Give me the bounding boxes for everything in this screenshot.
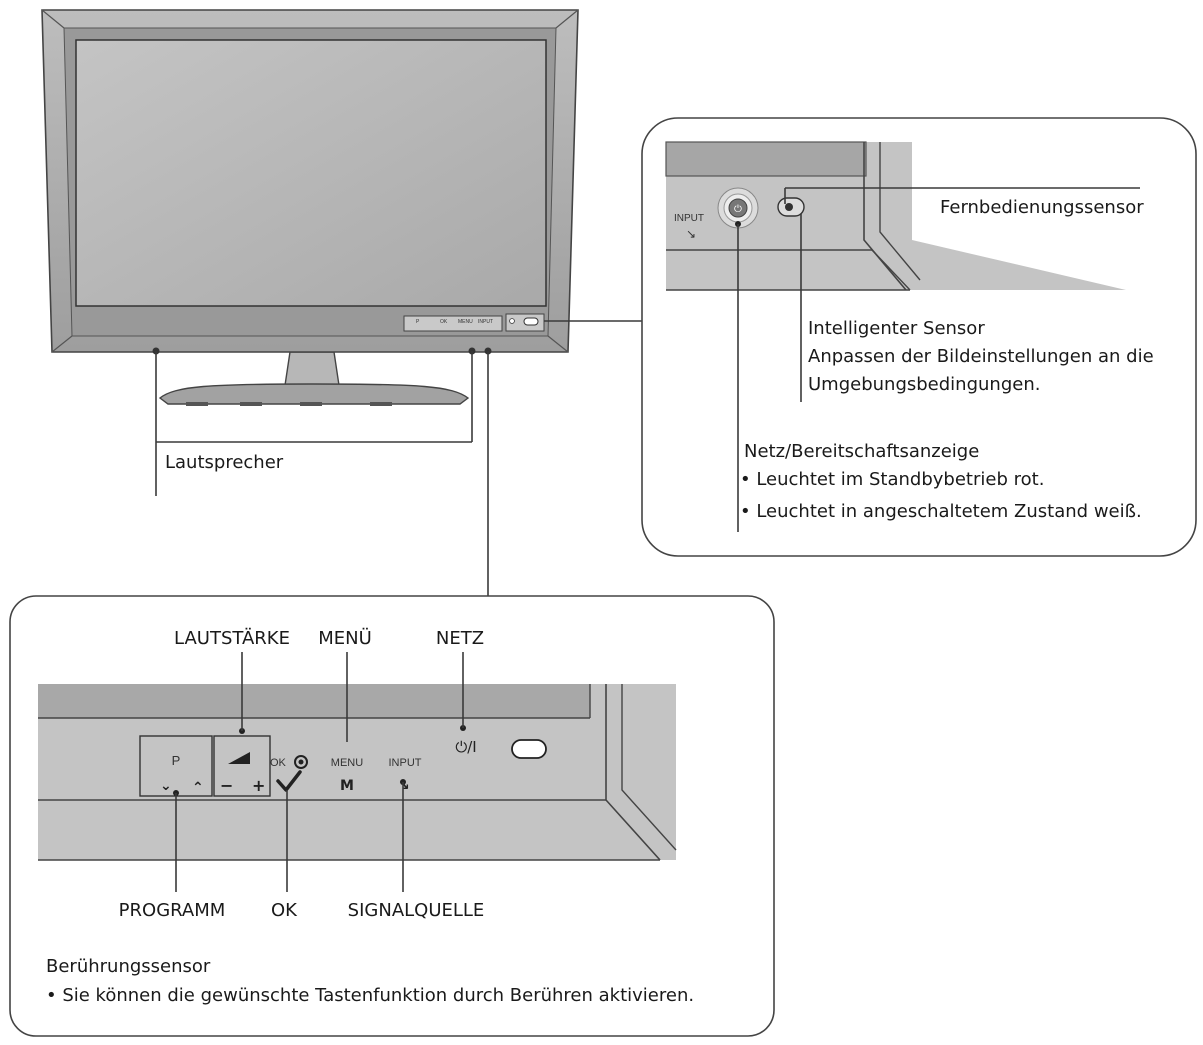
remote-sensor-detail — [777, 197, 805, 217]
touch-sensor-title: Berührungssensor — [46, 956, 211, 977]
power-indicator-bullet1: • Leuchtet im Standbybetrieb rot. — [740, 469, 1044, 490]
speaker-leaders — [155, 351, 489, 596]
ok-target-icon — [294, 755, 308, 769]
intelligent-sensor-line2: Umgebungsbedingungen. — [808, 374, 1040, 395]
input-small-label: INPUT — [674, 213, 704, 224]
ok-label: OK — [271, 900, 298, 921]
touch-panel-callout: P ⌄ ⌃ − + OK MENU M INPUT ↘ — [9, 595, 775, 1037]
intelligent-sensor-line1: Anpassen der Bildeinstellungen an die — [808, 346, 1154, 367]
volume-button[interactable]: − + — [213, 728, 271, 797]
chevron-up-icon: ⌃ — [192, 780, 204, 796]
remote-sensor-window — [511, 739, 547, 759]
tv-stand — [158, 351, 470, 406]
program-label: PROGRAMM — [119, 900, 226, 921]
touch-panel-detail — [38, 684, 677, 861]
input-arrow-icon-large: ↘ — [398, 778, 410, 794]
tv-control-strip: P OK MENU INPUT — [403, 313, 545, 332]
power-indicator-bullet2: • Leuchtet in angeschaltetem Zustand wei… — [740, 501, 1142, 522]
tv-strip-ok-label: OK — [440, 319, 448, 325]
power-label: NETZ — [436, 628, 484, 649]
checkmark-icon — [276, 770, 302, 792]
input-button-label: INPUT — [389, 757, 422, 769]
menu-letter-icon: M — [340, 778, 354, 794]
input-arrow-icon: ↘ — [686, 227, 696, 241]
tv-set: P OK MENU INPUT — [41, 9, 579, 406]
program-button-label: P — [172, 753, 181, 768]
power-indicator-detail: ⏻ — [717, 187, 759, 229]
volume-label: LAUTSTÄRKE — [174, 628, 290, 649]
power-indicator-title: Netz/Bereitschaftsanzeige — [744, 441, 979, 462]
menu-label: MENÜ — [318, 627, 372, 649]
source-label: SIGNALQUELLE — [348, 900, 485, 921]
ok-button[interactable]: OK — [270, 755, 308, 792]
volume-icon — [228, 752, 250, 764]
chevron-down-icon: ⌄ — [160, 778, 172, 794]
plus-icon: + — [252, 776, 265, 795]
speaker-label: Lautsprecher — [165, 452, 284, 473]
minus-icon: − — [220, 776, 233, 795]
tv-screen — [75, 39, 547, 307]
intelligent-sensor-title: Intelligenter Sensor — [808, 318, 985, 339]
power-icon: ⏻ — [734, 204, 742, 215]
tv-strip-input-label: INPUT — [478, 319, 493, 325]
tv-strip-p-label: P — [416, 319, 420, 325]
ok-button-label: OK — [270, 757, 287, 769]
power-button-label: ⏻/I — [455, 738, 476, 756]
tv-strip-menu-label: MENU — [458, 319, 473, 325]
program-button[interactable]: P ⌄ ⌃ — [139, 735, 213, 797]
remote-sensor-label: Fernbedienungssensor — [940, 197, 1144, 218]
menu-button[interactable]: MENU M — [331, 757, 363, 794]
sensor-callout: ⏻ INPUT ↘ Fernbedienungssensor Intellige… — [641, 117, 1197, 557]
sensor-bezel-detail — [665, 141, 1126, 291]
touch-sensor-bullet: • Sie können die gewünschte Tastenfunkti… — [46, 985, 694, 1006]
menu-button-label: MENU — [331, 757, 363, 769]
